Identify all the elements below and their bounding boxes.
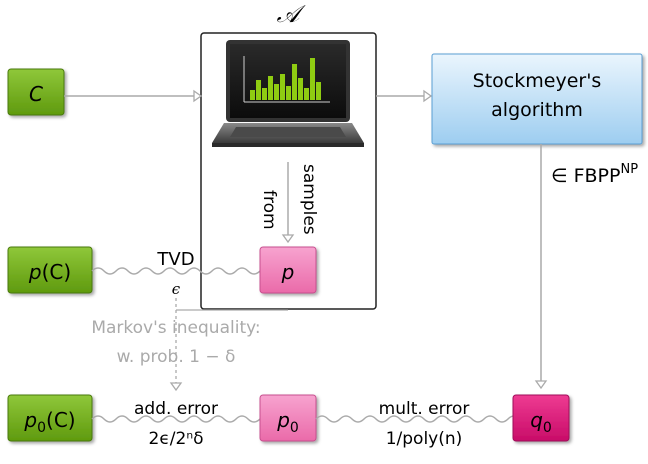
markov-line1: Markov's inequality: (91, 318, 260, 338)
samples-label: samples (299, 164, 319, 235)
p0-main: p (276, 408, 290, 432)
tvd-wavy-line (91, 267, 261, 275)
q0-label: q0 (530, 408, 552, 436)
stockmeyer-to-q0-arrowhead (534, 380, 548, 390)
q0-sub: 0 (543, 420, 552, 436)
tvd-label: TVD (156, 249, 194, 270)
markov-arrowhead (169, 382, 183, 392)
stockmeyer-line2: algorithm (491, 99, 583, 121)
pc-paren: (C) (42, 260, 72, 284)
p0c-sub: 0 (37, 420, 46, 436)
q0-node (512, 394, 570, 442)
c-node (7, 68, 65, 116)
fbpp-label: ∈ FBPPNP (551, 162, 638, 187)
p-label: p (281, 260, 295, 284)
stockmeyer-line1: Stockmeyer's (473, 70, 602, 92)
c-label: C (29, 82, 43, 106)
mult-error-label: mult. error (379, 399, 470, 419)
from-label: from (259, 190, 279, 230)
pc-main: p (28, 260, 42, 284)
p0-sub: 0 (290, 420, 299, 436)
fbpp-text: ∈ FBPP (551, 165, 620, 187)
mult-error-wavy-line (315, 415, 533, 423)
algorithm-a-box (200, 32, 377, 310)
c-to-a-arrowhead (193, 89, 203, 103)
p0-label: p0 (276, 408, 299, 436)
markov-line2: w. prob. 1 − δ (117, 347, 236, 367)
add-error-label: add. error (134, 399, 218, 419)
p-node (259, 246, 317, 294)
mult-error-value: 1/poly(n) (386, 429, 463, 449)
add-error-value: 2ϵ/2ⁿδ (149, 429, 204, 449)
p0c-paren: (C) (46, 408, 76, 432)
epsilon-label: ϵ (172, 280, 181, 298)
q0-main: q (530, 408, 543, 432)
a-to-stockmeyer-arrowhead (423, 89, 433, 103)
algorithm-a-title: 𝒜 (277, 0, 307, 28)
samples-arrowhead (281, 234, 295, 244)
fbpp-superscript: NP (620, 162, 638, 177)
add-error-wavy-line (91, 415, 261, 423)
laptop-icon (212, 40, 364, 147)
stockmeyer-node (431, 53, 643, 145)
pc-label: p(C) (28, 260, 71, 284)
p0c-main: p (23, 408, 37, 432)
p0c-label: p0(C) (23, 408, 75, 436)
